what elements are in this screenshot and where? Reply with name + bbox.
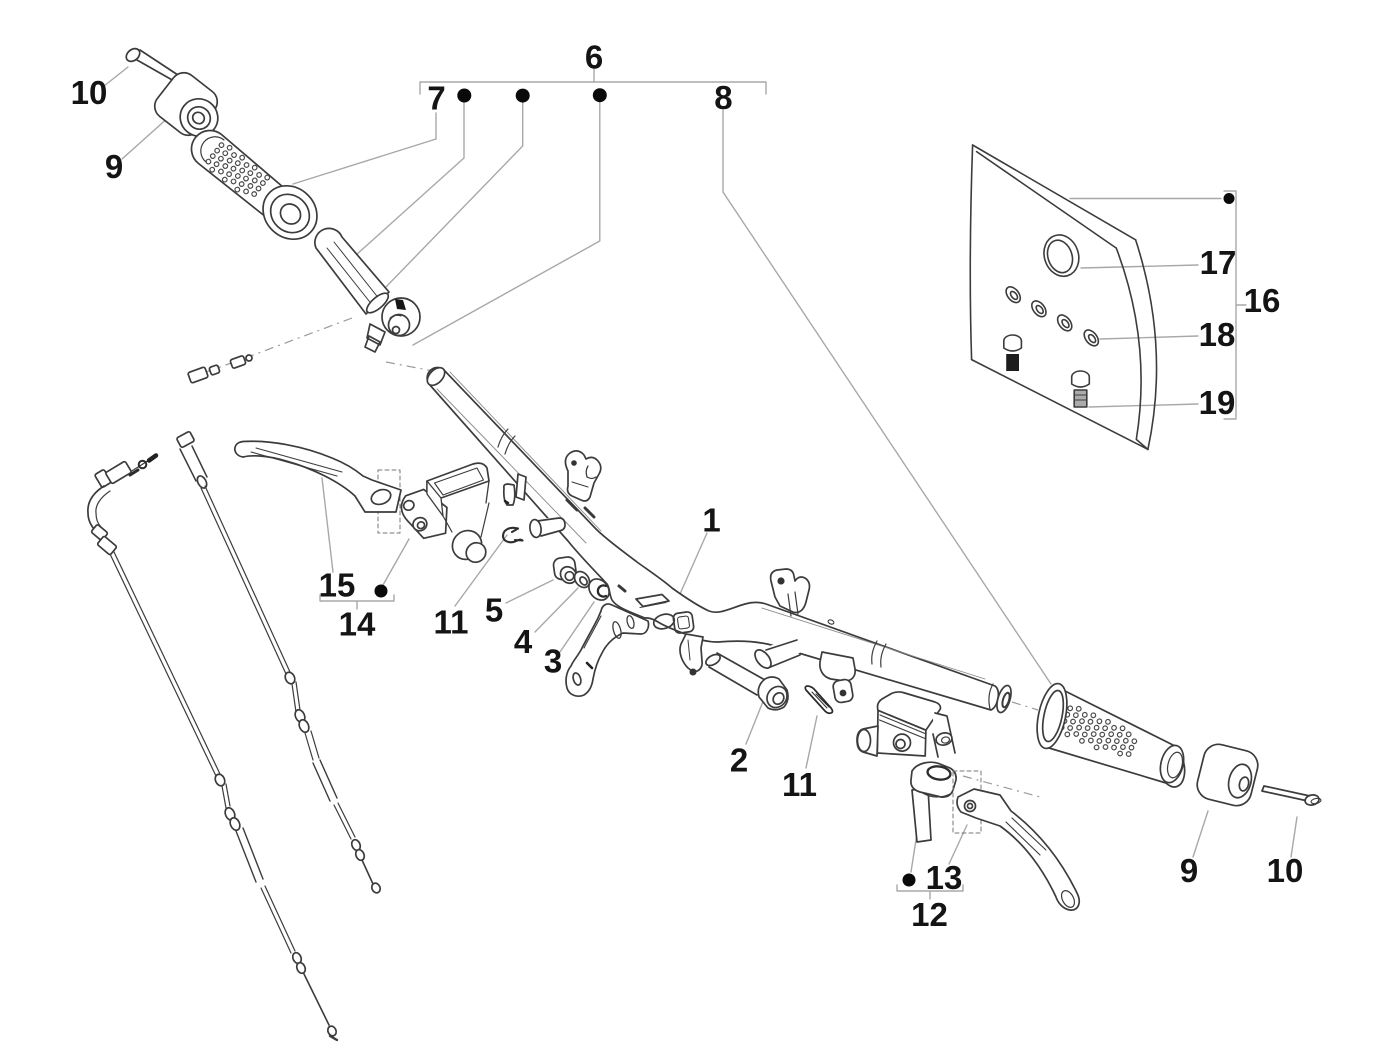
svg-text:11: 11 bbox=[782, 766, 817, 803]
svg-text:2: 2 bbox=[730, 742, 748, 779]
svg-text:9: 9 bbox=[105, 148, 123, 185]
svg-text:15: 15 bbox=[319, 567, 356, 604]
svg-text:10: 10 bbox=[71, 74, 108, 111]
svg-text:12: 12 bbox=[911, 896, 948, 933]
svg-text:8: 8 bbox=[714, 79, 732, 116]
svg-text:6: 6 bbox=[585, 38, 603, 75]
svg-text:4: 4 bbox=[514, 623, 533, 660]
svg-text:19: 19 bbox=[1199, 384, 1236, 421]
svg-text:5: 5 bbox=[485, 592, 503, 629]
svg-text:3: 3 bbox=[544, 643, 562, 680]
svg-text:14: 14 bbox=[339, 606, 376, 643]
svg-text:9: 9 bbox=[1180, 852, 1198, 889]
svg-text:11: 11 bbox=[434, 604, 469, 641]
svg-text:7: 7 bbox=[427, 79, 445, 116]
svg-text:10: 10 bbox=[1267, 852, 1304, 889]
svg-text:16: 16 bbox=[1244, 282, 1281, 319]
svg-text:13: 13 bbox=[926, 859, 963, 896]
svg-text:17: 17 bbox=[1200, 244, 1237, 281]
svg-text:1: 1 bbox=[702, 502, 720, 539]
svg-text:18: 18 bbox=[1199, 316, 1236, 353]
